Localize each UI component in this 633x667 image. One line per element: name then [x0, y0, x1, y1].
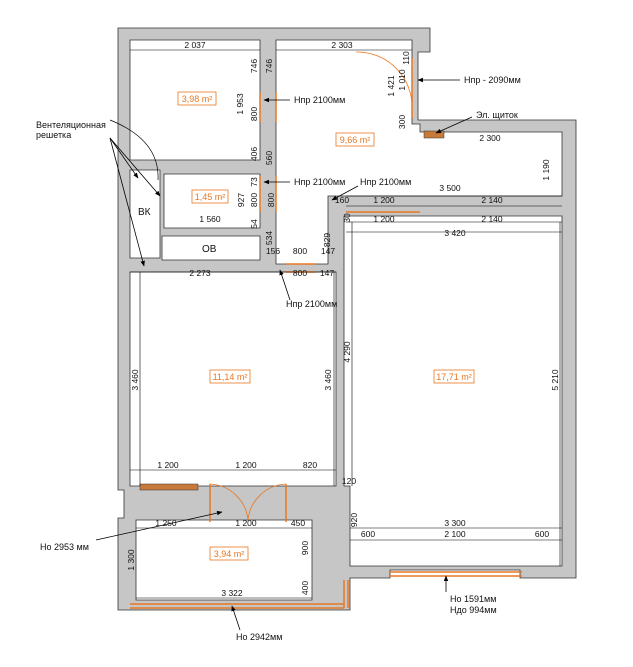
dim-3500: 3 500 — [439, 183, 461, 193]
label-vk: ВК — [138, 207, 151, 218]
dim-160: 160 — [335, 195, 349, 205]
bath-arc — [109, 119, 159, 181]
dim-800a: 800 — [249, 107, 259, 121]
dim-30: 30 — [342, 213, 352, 223]
area-corridor: 9,66 m² — [340, 135, 371, 145]
dim-746b: 746 — [264, 59, 274, 73]
dim-2140a: 2 140 — [481, 195, 503, 205]
label-ov: ОВ — [202, 244, 217, 255]
dim-1421: 1 421 — [386, 75, 396, 97]
leaders — [95, 77, 473, 631]
dim-927: 927 — [236, 193, 246, 207]
outer-walls — [117, 27, 577, 611]
dim-1250: 1 250 — [155, 518, 177, 528]
dim-534: 534 — [264, 231, 274, 245]
dim-300a: 300 — [397, 115, 407, 129]
dim-400: 400 — [300, 581, 310, 595]
dim-1200e: 1 200 — [235, 518, 257, 528]
dim-746a: 746 — [249, 59, 259, 73]
dim-900: 900 — [300, 541, 310, 555]
dim-73: 73 — [249, 177, 259, 187]
dim-2273: 2 273 — [189, 268, 211, 278]
dim-1300: 1 300 — [126, 549, 136, 571]
dim-1200d: 1 200 — [235, 460, 257, 470]
opening-ndo-994: Ндо 994мм — [450, 605, 497, 615]
dim-54: 54 — [249, 219, 259, 229]
dim-1200c: 1 200 — [157, 460, 179, 470]
dim-2037: 2 037 — [184, 40, 206, 50]
dim-600a: 600 — [361, 529, 375, 539]
dim-600b: 600 — [535, 529, 549, 539]
dim-5210: 5 210 — [550, 369, 560, 391]
dim-3420: 3 420 — [444, 228, 466, 238]
dim-147a: 147 — [321, 246, 335, 256]
label-vent-line1: Вентеляционная — [36, 120, 106, 130]
opening-npr-2090: Нпр - 2090мм — [464, 75, 521, 85]
dim-406: 406 — [249, 147, 259, 161]
dim-2303: 2 303 — [331, 40, 353, 50]
dim-156: 156 — [266, 246, 280, 256]
opening-npr-2100-d: Нпр 2100мм — [286, 299, 337, 309]
radiator-block — [139, 483, 199, 491]
dim-120: 120 — [342, 476, 356, 486]
dim-110: 110 — [401, 51, 411, 65]
shield-block — [423, 130, 445, 139]
opening-npr-2100-a: Нпр 2100мм — [294, 95, 345, 105]
opening-no-1591: Но 1591мм — [450, 594, 496, 604]
dim-3460a: 3 460 — [130, 369, 140, 391]
area-boxes — [177, 91, 475, 561]
label-shield: Эл. щиток — [476, 110, 518, 120]
dim-1200b: 1 200 — [373, 214, 395, 224]
dim-1560: 1 560 — [199, 214, 221, 224]
door-arcs — [209, 51, 413, 521]
opening-no-2953: Но 2953 мм — [40, 542, 89, 552]
dim-1190: 1 190 — [541, 159, 551, 181]
dimension-lines — [130, 49, 562, 599]
area-room-top-left: 3,98 m² — [182, 94, 213, 104]
area-room-right: 17,71 m² — [436, 372, 472, 382]
dim-920: 920 — [349, 513, 359, 527]
dim-147b: 147 — [320, 268, 334, 278]
dim-3460b: 3 460 — [323, 369, 333, 391]
dim-3300: 3 300 — [444, 518, 466, 528]
dim-1200a: 1 200 — [373, 195, 395, 205]
dim-829: 829 — [322, 233, 332, 247]
dim-2140b: 2 140 — [481, 214, 503, 224]
area-bath-small: 1,45 m² — [195, 192, 226, 202]
dim-560: 560 — [264, 151, 274, 165]
dim-2300: 2 300 — [479, 133, 501, 143]
area-balcony: 3,94 m² — [214, 549, 245, 559]
dim-800-mid: 800 — [293, 268, 307, 278]
dim-2100: 2 100 — [444, 529, 466, 539]
area-room-left: 11,14 m² — [213, 372, 248, 382]
dim-800-right: 800 — [266, 193, 276, 207]
dim-4290: 4 290 — [342, 341, 352, 363]
dim-3322: 3 322 — [221, 588, 243, 598]
dim-820: 820 — [303, 460, 317, 470]
dim-800c: 800 — [293, 246, 307, 256]
dim-800b: 800 — [249, 193, 259, 207]
opening-npr-2100-c: Нпр 2100мм — [360, 177, 411, 187]
dim-450: 450 — [291, 518, 305, 528]
dim-1953: 1 953 — [235, 93, 245, 115]
dim-1010: 1 010 — [397, 69, 407, 91]
label-vent-line2: решетка — [36, 130, 71, 140]
opening-npr-2100-b: Нпр 2100мм — [294, 177, 345, 187]
opening-no-2942: Но 2942мм — [236, 632, 282, 642]
